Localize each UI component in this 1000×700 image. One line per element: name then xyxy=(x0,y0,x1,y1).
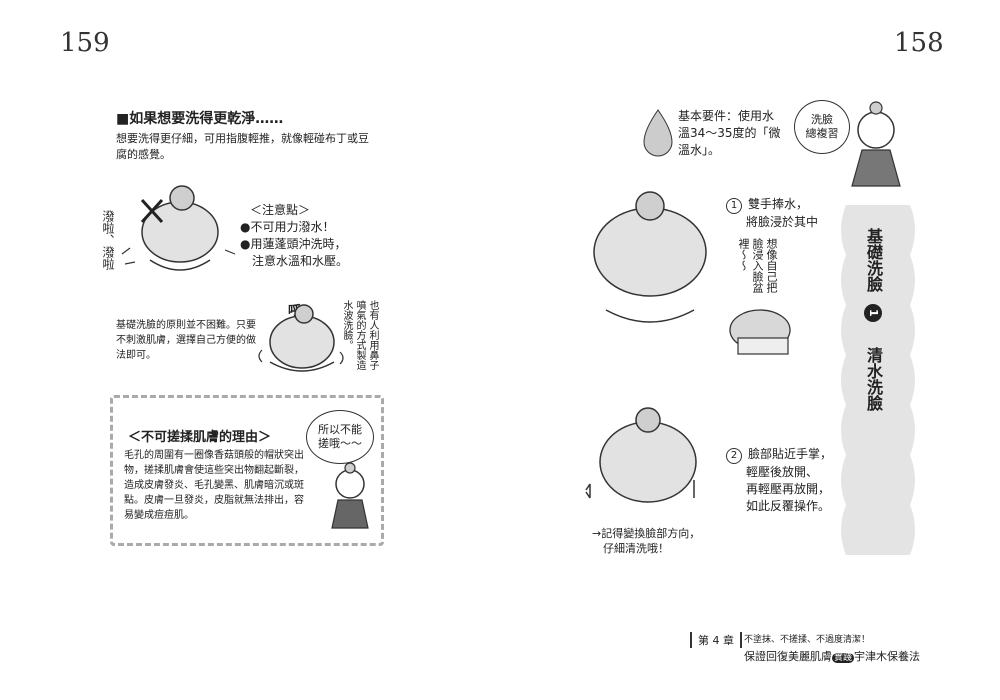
intro-line: 想要洗得更仔細，可用指腹輕推，就像輕碰布丁或豆 xyxy=(116,132,369,145)
bubble-line: 所以不能 xyxy=(318,423,362,436)
reason-speech-bubble: 所以不能 搓哦～～ xyxy=(306,410,374,464)
requirement-line: 溫水」。 xyxy=(678,143,721,157)
chapter-label: 第 4 章 xyxy=(690,632,742,648)
page-number-left: 159 xyxy=(60,28,110,58)
reason-line: 造成皮膚發炎、毛孔變黑、肌膚暗沉或斑 xyxy=(124,480,304,491)
reason-title: ＜不可搓揉肌膚的理由＞ xyxy=(128,430,272,445)
step2-number: 2 xyxy=(726,448,742,464)
step1-line-2: 將臉浸於其中 xyxy=(746,215,819,229)
splash-caption: 潑啦、潑啦 xyxy=(101,210,115,270)
bubble-line: 總複習 xyxy=(805,127,839,140)
bubble-line: 搓哦～～ xyxy=(318,437,362,450)
reminder-line: →記得變換臉部方向， xyxy=(592,527,701,540)
intro-text: 想要洗得更仔細，可用指腹輕推，就像輕碰布丁或豆 腐的感覺。 xyxy=(116,131,416,163)
step2-line: 再輕壓再放開， xyxy=(746,482,831,496)
caution-item: ●不可用力潑水！ xyxy=(240,220,335,234)
step1-note: 想像自己把臉浸入臉盆裡～～ xyxy=(737,238,778,293)
step1-number: 1 xyxy=(726,198,742,214)
book-title-part: 宇津木保養法 xyxy=(854,650,921,663)
basic-note: 基礎洗臉的原則並不困難。只要 不刺激肌膚，選擇自己方便的做 法即可。 xyxy=(116,318,256,363)
bubble-line: 洗臉 xyxy=(811,113,833,126)
basic-note-line: 法即可。 xyxy=(116,350,156,361)
requirement-line: 基本要件：使用水 xyxy=(678,109,775,123)
reason-text: 毛孔的周圍有一圈像香菇頭般的帽狀突出 物，搓揉肌膚會使這些突出物翻起斷裂， 造成… xyxy=(124,448,324,523)
caution-item: ●用蓮蓬頭沖洗時， xyxy=(240,237,347,251)
reason-line: 點。皮膚一旦發炎，皮脂就無法排出，容 xyxy=(124,495,304,506)
intro-line: 腐的感覺。 xyxy=(116,148,171,161)
requirement-text: 基本要件：使用水 溫34～35度的「微 溫水」。 xyxy=(678,108,781,159)
nose-note: 也有人利用鼻子噴氣的方式製造水波洗臉。 xyxy=(341,300,378,370)
caution-list: ＜注意點＞ ●不可用力潑水！ ●用蓮蓬頭沖洗時， 注意水溫和水壓。 xyxy=(240,202,348,270)
step2-line: 如此反覆操作。 xyxy=(746,499,831,513)
review-speech-bubble: 洗臉 總複習 xyxy=(794,100,850,154)
reminder-line: 仔細清洗哦！ xyxy=(592,542,669,555)
reason-line: 易變成痘痘肌。 xyxy=(124,510,194,521)
footer-tagline: 不塗抹、不搓揉、不過度清潔！ xyxy=(744,635,871,645)
vertical-title: 基礎洗臉 1 清水洗臉 xyxy=(862,228,884,411)
reason-box xyxy=(110,395,384,546)
basic-note-line: 基礎洗臉的原則並不困難。只要 xyxy=(116,320,256,331)
reminder-text: →記得變換臉部方向， 仔細清洗哦！ xyxy=(592,526,700,556)
reason-line: 毛孔的周圍有一圈像香菇頭般的帽狀突出 xyxy=(124,450,304,461)
caution-title: ＜注意點＞ xyxy=(250,203,311,217)
footer-book-title: 保證回復美麗肌膚實踐宇津木保養法 xyxy=(744,648,920,664)
book-title-part: 保證回復美麗肌膚 xyxy=(744,650,832,663)
page-number-right: 158 xyxy=(894,28,944,58)
book-title-badge: 實踐 xyxy=(832,653,855,663)
section-heading: ■如果想要洗得更乾淨…… xyxy=(116,111,284,127)
title-part-2: 清水洗臉 xyxy=(864,347,883,412)
title-badge: 1 xyxy=(864,303,882,322)
caution-item: 注意水溫和水壓。 xyxy=(240,254,349,268)
basic-note-line: 不刺激肌膚，選擇自己方便的做 xyxy=(116,335,256,346)
step2-line: 輕壓後放開、 xyxy=(746,465,819,479)
title-part-1: 基礎洗臉 xyxy=(864,228,883,292)
requirement-line: 溫34～35度的「微 xyxy=(678,126,781,140)
reason-line: 物，搓揉肌膚會使這些突出物翻起斷裂， xyxy=(124,465,304,476)
